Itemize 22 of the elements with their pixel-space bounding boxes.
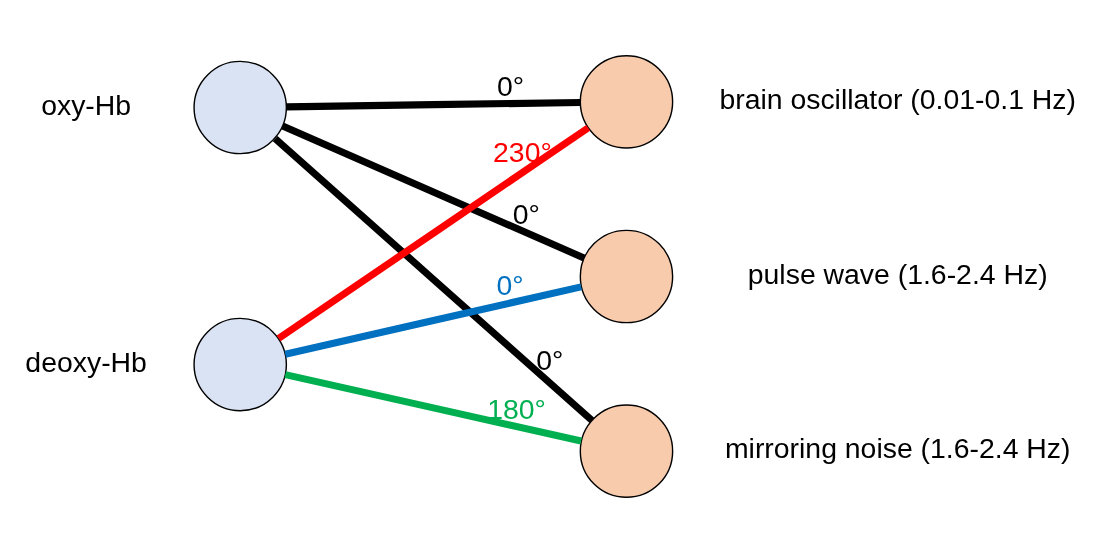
connector [286,98,581,110]
node-label: deoxy-Hb [25,345,147,378]
node-label: pulse wave (1.6-2.4 Hz) [747,257,1048,290]
edge-label: 180° [487,391,546,424]
edge-label: 0° [496,268,524,301]
node-circle [579,403,674,498]
node-label: brain oscillator (0.01-0.1 Hz) [719,82,1077,115]
node-circle [579,229,674,323]
connector [276,124,591,341]
node-circle [193,317,288,411]
connector [284,282,582,358]
edge-label: 230° [493,135,552,168]
edge-label: 0° [512,197,540,230]
connector [284,370,582,444]
node-label: oxy-Hb [41,88,132,121]
node-label: mirroring noise (1.6-2.4 Hz) [724,431,1071,464]
connector [272,135,595,423]
node-circle [193,60,288,154]
node-circle [579,54,674,149]
edge-label: 0° [496,69,525,102]
connector [281,122,586,261]
edge-label: 0° [536,343,564,376]
